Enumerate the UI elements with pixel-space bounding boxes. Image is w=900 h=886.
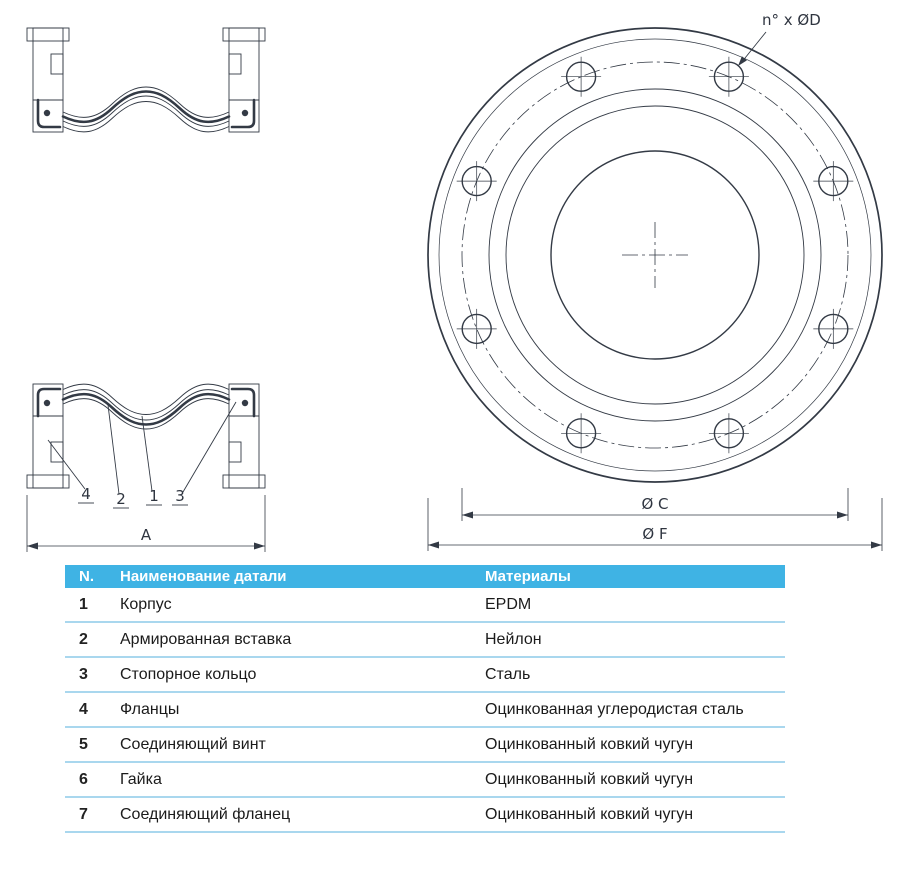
part-leaders: 4 2 1 3 bbox=[47, 401, 237, 509]
part-name: Корпус bbox=[120, 595, 172, 613]
table-row: 1 Корпус EPDM bbox=[65, 588, 785, 623]
outer-circle bbox=[427, 27, 883, 483]
dim-c: Ø C bbox=[461, 488, 849, 521]
bolt-hole bbox=[561, 56, 602, 97]
dim-f-label: Ø F bbox=[642, 525, 667, 543]
bolt-hole bbox=[813, 161, 854, 202]
bolt-holes bbox=[456, 56, 854, 454]
table-row: 4 Фланцы Оцинкованная углеродистая сталь bbox=[65, 693, 785, 728]
front-view: n° x ØD Ø C Ø F bbox=[427, 11, 883, 551]
header-material: Материалы bbox=[485, 568, 571, 585]
part-number: 5 bbox=[79, 735, 88, 753]
part-material: Оцинкованный ковкий чугун bbox=[485, 770, 694, 788]
bolt-note-label: n° x ØD bbox=[762, 11, 821, 29]
technical-drawing: 4 2 1 3 A bbox=[26, 11, 883, 552]
table-row: 7 Соединяющий фланец Оцинкованный ковкий… bbox=[65, 798, 785, 833]
part-name: Соединяющий винт bbox=[120, 735, 266, 753]
part-name: Армированная вставка bbox=[120, 630, 292, 648]
bolt-hole bbox=[708, 413, 749, 454]
part-name: Гайка bbox=[120, 770, 162, 788]
part-number: 4 bbox=[79, 700, 88, 718]
bellows-top bbox=[61, 86, 231, 133]
part-name: Соединяющий фланец bbox=[120, 805, 291, 823]
dim-a: A bbox=[26, 495, 266, 552]
part-number: 2 bbox=[79, 630, 88, 648]
table-row: 2 Армированная вставка Нейлон bbox=[65, 623, 785, 658]
part-material: Оцинкованный ковкий чугун bbox=[485, 805, 694, 823]
bore-circle bbox=[550, 150, 760, 360]
part-label-4: 4 bbox=[81, 485, 91, 503]
part-number: 1 bbox=[79, 595, 88, 613]
bolt-hole bbox=[708, 56, 749, 97]
dim-f: Ø F bbox=[427, 498, 883, 551]
parts-table: N. Наименование датали Материалы 1 Корпу… bbox=[65, 565, 785, 833]
part-number: 6 bbox=[79, 770, 88, 788]
dim-c-label: Ø C bbox=[641, 495, 668, 513]
parts-table-header: N. Наименование датали Материалы bbox=[65, 565, 785, 588]
part-material: Оцинкованный ковкий чугун bbox=[485, 735, 694, 753]
flange-sections bbox=[26, 27, 266, 489]
part-name: Фланцы bbox=[120, 700, 180, 718]
bolt-circle bbox=[461, 61, 849, 449]
part-material: Оцинкованная углеродистая сталь bbox=[485, 700, 744, 718]
flange-circles bbox=[427, 27, 883, 483]
part-material: Нейлон bbox=[485, 630, 542, 648]
part-number: 3 bbox=[79, 665, 88, 683]
part-label-3: 3 bbox=[175, 487, 185, 505]
section-view: 4 2 1 3 A bbox=[26, 27, 266, 552]
bolt-hole bbox=[813, 308, 854, 349]
bolt-note-leader: n° x ØD bbox=[738, 11, 821, 66]
header-name: Наименование датали bbox=[120, 568, 287, 585]
part-name: Стопорное кольцо bbox=[120, 665, 257, 683]
center-cross bbox=[622, 222, 688, 288]
header-num: N. bbox=[79, 568, 94, 585]
table-row: 5 Соединяющий винт Оцинкованный ковкий ч… bbox=[65, 728, 785, 763]
bolt-hole bbox=[456, 308, 497, 349]
part-material: Сталь bbox=[485, 665, 531, 683]
bolt-hole bbox=[561, 413, 602, 454]
table-row: 3 Стопорное кольцо Сталь bbox=[65, 658, 785, 693]
part-label-2: 2 bbox=[116, 490, 126, 508]
bolt-hole bbox=[456, 161, 497, 202]
bellows-bottom bbox=[61, 383, 231, 430]
dim-a-label: A bbox=[141, 526, 152, 544]
table-row: 6 Гайка Оцинкованный ковкий чугун bbox=[65, 763, 785, 798]
part-label-1: 1 bbox=[149, 487, 159, 505]
part-material: EPDM bbox=[485, 595, 532, 613]
part-number: 7 bbox=[79, 805, 88, 823]
rubber-bead-and-ring bbox=[32, 98, 260, 418]
